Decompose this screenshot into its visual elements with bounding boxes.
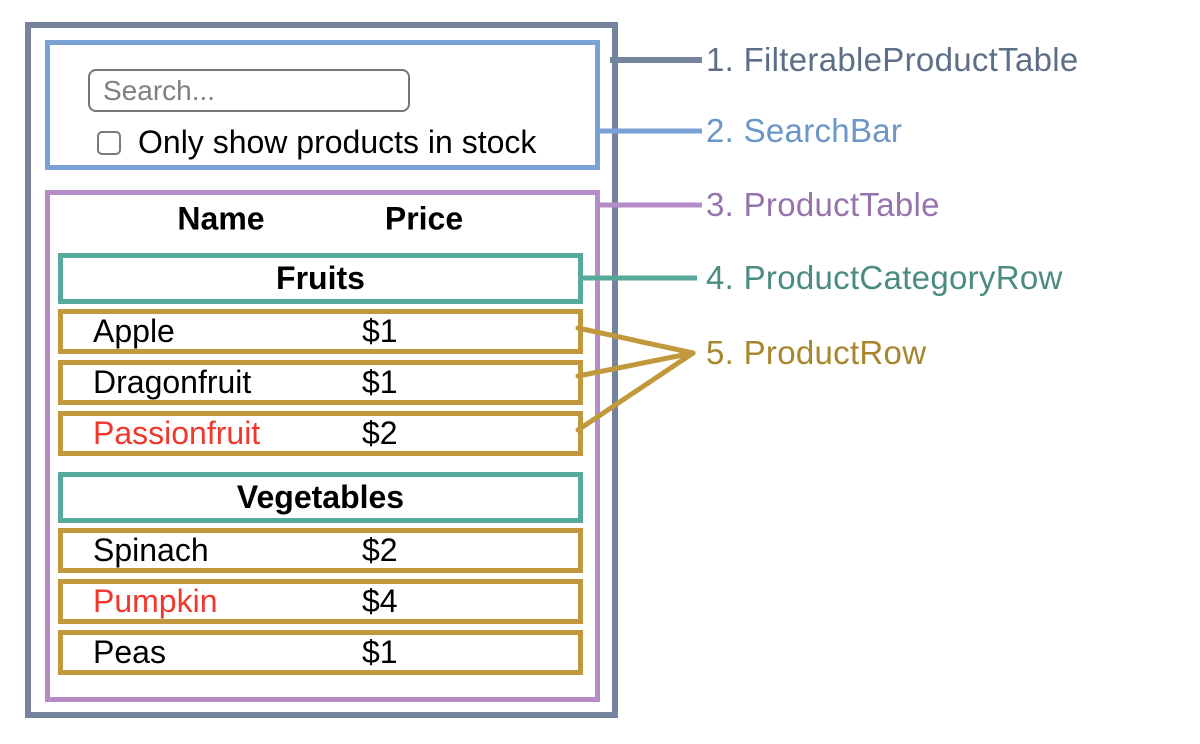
in-stock-checkbox-label: Only show products in stock — [138, 123, 537, 160]
product-name: Apple — [93, 312, 175, 349]
label-product-table: 3. ProductTable — [706, 186, 940, 223]
category-label: Vegetables — [236, 479, 405, 515]
product-row-passionfruit: Passionfruit $2 — [58, 411, 583, 456]
product-price: $1 — [362, 312, 398, 349]
category-label: Fruits — [276, 260, 365, 296]
product-row-dragonfruit: Dragonfruit $1 — [58, 360, 583, 405]
product-row-apple: Apple $1 — [58, 309, 583, 354]
label-product-row: 5. ProductRow — [706, 334, 927, 371]
product-price: $1 — [362, 633, 398, 670]
product-price: $2 — [362, 414, 398, 451]
product-row-spinach: Spinach $2 — [58, 528, 583, 573]
label-product-category-row: 4. ProductCategoryRow — [706, 259, 1063, 296]
column-header-name: Name — [177, 200, 265, 237]
in-stock-checkbox[interactable] — [97, 131, 121, 155]
product-name: Passionfruit — [93, 414, 261, 451]
product-name: Peas — [93, 633, 166, 670]
product-row-pumpkin: Pumpkin $4 — [58, 579, 583, 624]
search-input[interactable] — [88, 69, 410, 112]
product-name: Pumpkin — [93, 582, 218, 619]
category-row-fruits: Fruits — [58, 253, 583, 304]
column-header-price: Price — [384, 200, 464, 237]
product-price: $4 — [362, 582, 398, 619]
category-row-vegetables: Vegetables — [58, 472, 583, 523]
label-search-bar: 2. SearchBar — [706, 112, 903, 149]
product-row-peas: Peas $1 — [58, 630, 583, 675]
product-name: Dragonfruit — [93, 363, 252, 400]
product-price: $1 — [362, 363, 398, 400]
product-name: Spinach — [93, 531, 209, 568]
product-price: $2 — [362, 531, 398, 568]
label-filterable-product-table: 1. FilterableProductTable — [706, 41, 1079, 78]
